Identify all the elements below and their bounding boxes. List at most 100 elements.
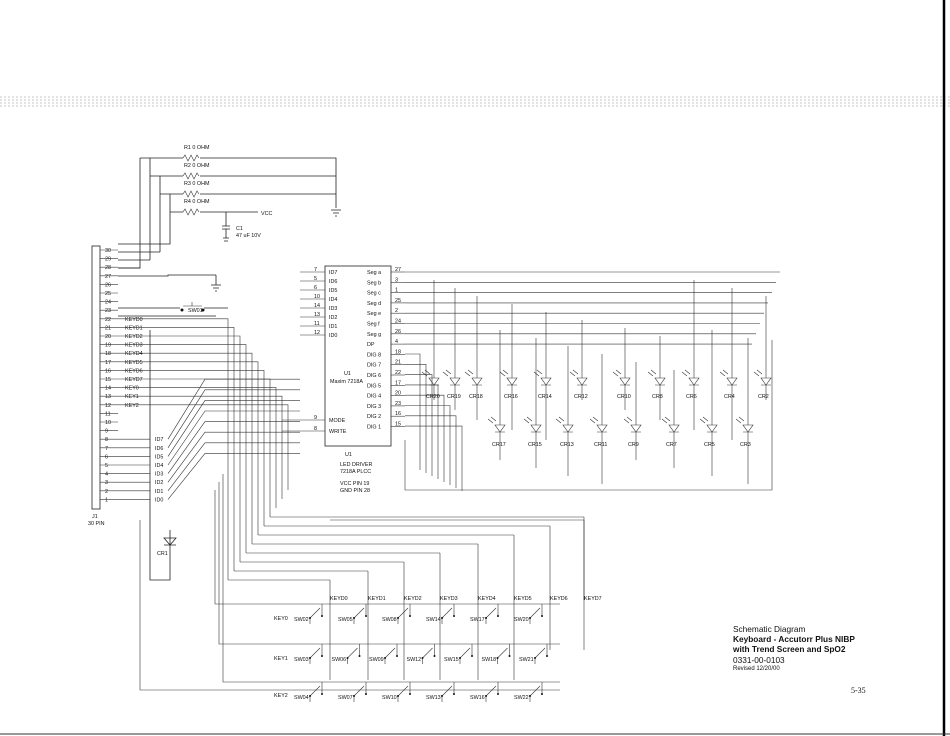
u1-right-pin-number: 24 [395, 319, 401, 325]
digit-bus [405, 415, 457, 488]
switch-contact [541, 693, 543, 695]
switch-contact [409, 615, 411, 617]
connector-pin-14: 14 [105, 386, 111, 392]
connector-pin-18: 18 [105, 351, 111, 357]
u1-right-pin-name: Seg f [367, 322, 380, 328]
u1-right-pin-number: 22 [395, 370, 401, 376]
led-light-arrows [623, 416, 633, 424]
switch-label-sw12: SW12 [407, 657, 422, 663]
resistor-label-r1: R1 0 OHM [184, 145, 210, 151]
switch-contact [529, 695, 531, 697]
keyd-column-label: KEYD5 [514, 596, 532, 602]
switch-label-sw17: SW17 [470, 617, 485, 623]
led-light-arrows [719, 369, 729, 377]
u1-left-pin-name: ID7 [329, 270, 337, 276]
led-label-cr8: CR8 [652, 394, 663, 400]
u1-right-pin-name: Seg c [367, 291, 381, 297]
connector-pin-11: 11 [105, 411, 111, 417]
connector-signal-label: KEYD4 [125, 351, 143, 357]
led-diode-icon [742, 424, 754, 433]
led-diode-icon [596, 424, 608, 433]
switch-contact [365, 693, 367, 695]
led-cr1-label: CR1 [157, 551, 168, 557]
u1-right-pin-name: DIG 5 [367, 383, 381, 389]
connector-signal-label: KEYD6 [125, 368, 143, 374]
connector-pin-25: 25 [105, 291, 111, 297]
connector-pin-27: 27 [105, 274, 111, 280]
led-diode-icon [619, 377, 631, 386]
connector-pin-17: 17 [105, 360, 111, 366]
switch-label-sw10: SW10 [382, 695, 397, 701]
connector-id-wire [118, 453, 300, 500]
title-line-3: with Trend Screen and SpO2 [733, 644, 846, 655]
switch-label-sw04: SW04 [294, 695, 309, 701]
keyd-column-label: KEYD1 [368, 596, 386, 602]
keyd-column-label: KEYD3 [440, 596, 458, 602]
connector-pin-1: 1 [105, 497, 108, 503]
led-label-cr3: CR3 [740, 442, 751, 448]
key-switch-icon [353, 604, 367, 624]
u1-right-pin-number: 2 [395, 308, 398, 314]
connector-id-wire [118, 410, 300, 466]
key-switch-icon [309, 644, 323, 664]
led-light-arrows [555, 416, 565, 424]
led-diode-icon [494, 424, 506, 433]
connector-pin-4: 4 [105, 472, 108, 478]
connector-signal-label: KEYD3 [125, 343, 143, 349]
u1-left-pin-name: WRITE [329, 429, 347, 435]
key-switch-icon [485, 604, 499, 624]
switch-contact [433, 655, 436, 657]
u1-caption-2: 7218A PLCC [340, 469, 371, 475]
key-switch-icon [441, 604, 455, 624]
switch-label-sw08: SW08 [382, 617, 397, 623]
u1-right-pin-number: 26 [395, 329, 401, 335]
switch-label-sw20: SW20 [514, 617, 529, 623]
led-diode-icon [530, 424, 542, 433]
title-line-2: Keyboard - Accutorr Plus NIBP [733, 634, 855, 645]
connector-id-label: ID5 [155, 454, 163, 460]
led-label-cr18: CR18 [469, 394, 483, 400]
connector-signal-label: KEYD2 [125, 334, 143, 340]
key-switch-icon [529, 604, 543, 624]
key-return-wire [139, 520, 560, 691]
led-light-arrows [533, 369, 543, 377]
u1-right-pin-name: Seg b [367, 280, 381, 286]
connector-id-label: ID7 [155, 437, 163, 443]
u1-left-pin-number: 10 [314, 294, 320, 300]
u1-left-pin-number: 5 [314, 276, 317, 282]
led-diode-icon [471, 377, 483, 386]
led-diode-icon [726, 377, 738, 386]
switch-label-sw09: SW09 [369, 657, 384, 663]
key-switch-icon [441, 682, 455, 702]
connector-signal-label: KEYD0 [125, 317, 143, 323]
key-switch-icon [459, 644, 473, 664]
u1-led-driver [324, 265, 392, 447]
key-switch-icon [529, 682, 543, 702]
connector-signal-label: KEY2 [125, 403, 139, 409]
connector-pin-28: 28 [105, 265, 111, 271]
key-switch-icon [497, 644, 510, 664]
u1-right-pin-name: DP [367, 342, 375, 348]
connector-pin-19: 19 [105, 343, 111, 349]
key-switch-icon [347, 644, 360, 664]
led-diode-icon [576, 377, 588, 386]
key-switch-icon [309, 604, 323, 624]
u1-left-pin-number: 12 [314, 330, 320, 336]
led-label-cr12: CR12 [574, 394, 588, 400]
connector-pin-16: 16 [105, 368, 111, 374]
led-light-arrows [464, 369, 474, 377]
key-row-wire [214, 490, 560, 605]
led-diode-icon [760, 377, 772, 386]
switch-label-sw06: SW06 [332, 657, 347, 663]
connector-pin-2: 2 [105, 489, 108, 495]
switch-contact [384, 657, 386, 659]
u1-left-pin-number: 11 [314, 321, 320, 327]
led-light-arrows [647, 369, 657, 377]
switch-contact [541, 615, 543, 617]
u1-left-pin-name: ID6 [329, 279, 337, 285]
switch-contact [309, 617, 311, 619]
led-label-cr6: CR6 [686, 394, 697, 400]
u1-right-pin-name: DIG 3 [367, 404, 381, 410]
connector-pin-20: 20 [105, 334, 111, 340]
